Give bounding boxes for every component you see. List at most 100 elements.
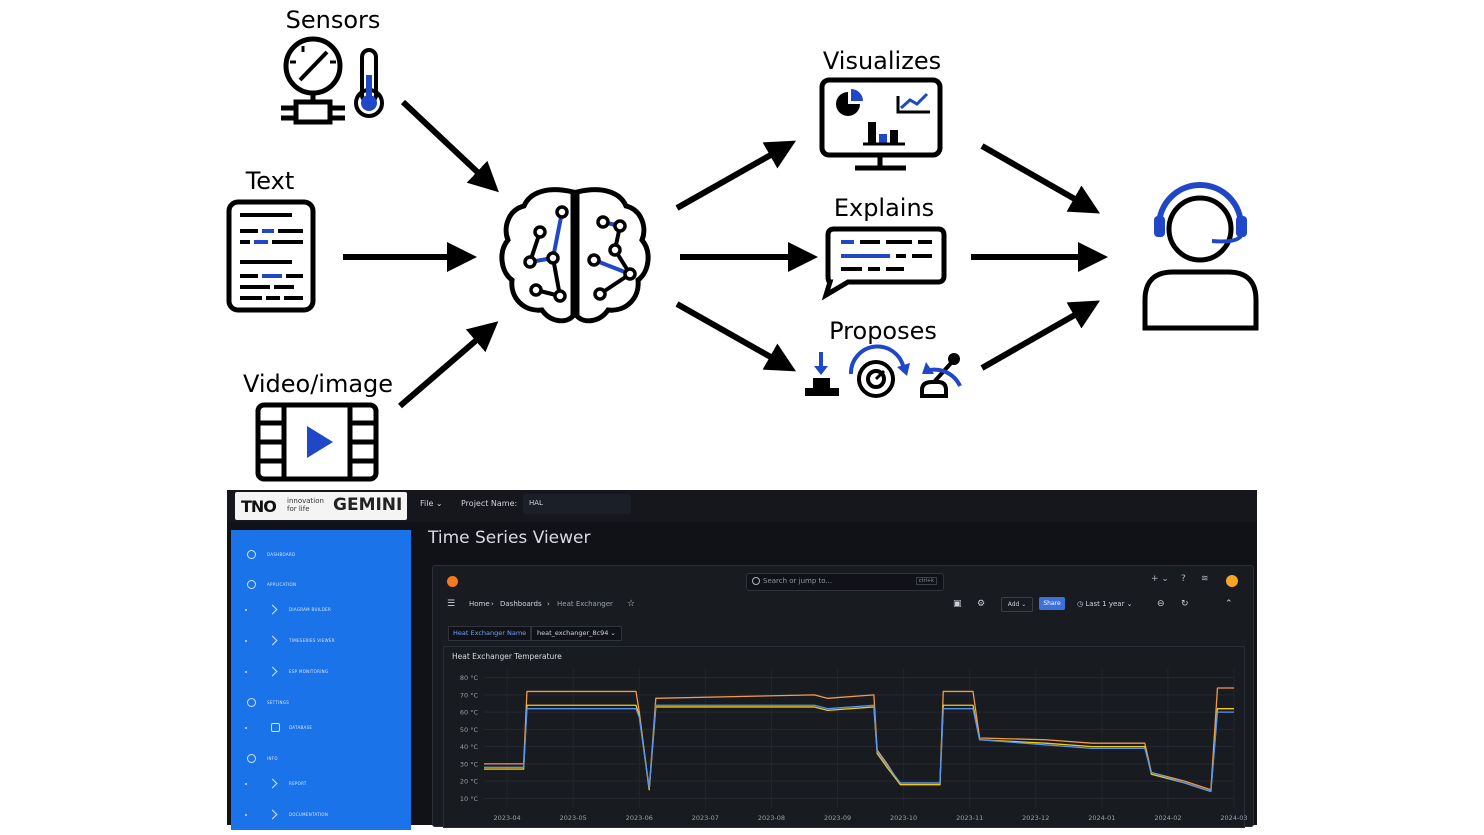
bullet-icon [245,783,247,785]
top-bar: TNO innovation for life GEMINI File ⌄ Pr… [227,490,1257,522]
series-line-2 [484,704,1234,793]
x-tick-label: 2023-09 [824,814,851,822]
sidebar-item-info[interactable]: INFO [231,752,411,766]
variable-value: heat_exchanger_8c94 [537,629,609,637]
page-title: Time Series Viewer [428,528,591,548]
x-tick-label: 2023-05 [560,814,587,822]
gemini-logo: GEMINI [333,495,403,515]
x-tick-label: 2023-08 [758,814,785,822]
output-arrows [675,140,818,372]
chevron-icon [267,778,278,789]
sidebar-item-label: DATABASE [289,725,313,730]
sidebar-item-label: ESP MONITORING [289,669,329,674]
share-button[interactable]: Share [1039,597,1065,610]
sidebar-item-label: DOCUMENTATION [289,812,329,817]
project-name-input[interactable]: HAL [523,494,631,514]
sidebar-item-label: TIMESERIES VIEWER [289,638,335,643]
x-tick-label: 2024-01 [1088,814,1115,822]
sidebar-item-esp-monitoring[interactable]: ESP MONITORING [231,665,411,679]
series-line-0 [484,687,1234,791]
bullet-icon [245,814,247,816]
y-tick-label: 40 °C [460,743,479,751]
grafana-logo-icon[interactable] [447,576,458,587]
x-tick-label: 2023-06 [626,814,653,822]
temperature-chart: 80 °C70 °C60 °C50 °C40 °C30 °C20 °C10 °C… [460,669,1248,822]
chart-title: Heat Exchanger Temperature [452,652,562,661]
zoom-out-icon[interactable]: ⊖ [1157,599,1165,609]
text-label: Text [245,167,295,195]
y-tick-label: 10 °C [460,795,479,803]
monitor-chart-icon [819,77,943,171]
settings-icon[interactable]: ⚙ [977,599,986,609]
sidebar-item-label: REPORT [289,781,307,786]
rss-icon[interactable]: ≋ [1201,574,1209,584]
search-icon [752,577,760,585]
search-input[interactable]: Search or jump to... ctrl+k [746,573,944,591]
pressure-gauge-icon [281,36,345,125]
dashboard-screenshot: TNO innovation for life GEMINI File ⌄ Pr… [227,490,1257,830]
plus-icon[interactable]: + ⌄ [1151,574,1169,584]
lever-icon [920,353,962,398]
sidebar-item-database[interactable]: DATABASE [231,721,411,735]
breadcrumb-sep-icon: › [547,600,550,608]
project-name-label: Project Name: [461,499,518,508]
y-tick-label: 80 °C [460,674,479,682]
application-icon [247,580,256,589]
refresh-icon[interactable]: ↻ [1181,599,1189,609]
sidebar-item-report[interactable]: REPORT [231,777,411,791]
menu-icon[interactable]: ☰ [447,599,456,609]
sidebar-item-application[interactable]: APPLICATION [231,578,411,592]
project-name-value: HAL [529,499,543,507]
video-label: Video/image [242,370,394,398]
avatar[interactable] [1226,575,1238,587]
time-range-picker[interactable]: ◷ Last 1 year ⌄ [1077,600,1133,608]
grafana-panel: Search or jump to... ctrl+k + ⌄ ? ≋ ☰ Ho… [432,565,1254,828]
breadcrumb-home[interactable]: Home [469,600,490,608]
breadcrumb-current: Heat Exchanger [557,600,613,608]
tno-tagline: innovation for life [287,497,324,513]
x-tick-label: 2023-11 [956,814,983,822]
operator-headset-icon [1142,182,1259,331]
add-button-label: Add [1007,601,1020,608]
file-menu[interactable]: File ⌄ [420,499,443,508]
breadcrumb-sep-icon: › [491,600,494,608]
info-icon [247,754,256,763]
time-range-label: Last 1 year [1085,600,1125,608]
file-menu-label: File [420,499,434,508]
x-tick-label: 2024-03 [1220,814,1247,822]
variable-select[interactable]: heat_exchanger_8c94 ⌄ [531,626,622,641]
logo-area: TNO innovation for life GEMINI [235,492,407,520]
explains-label: Explains [833,194,935,222]
search-shortcut: ctrl+k [915,577,937,585]
x-tick-label: 2024-02 [1154,814,1181,822]
collapse-icon[interactable]: ⌃ [1225,599,1233,609]
bullet-icon [245,609,247,611]
sidebar-item-documentation[interactable]: DOCUMENTATION [231,808,411,822]
chevron-icon [267,809,278,820]
sidebar-item-label: DASHBOARD [267,552,296,557]
sidebar-item-settings[interactable]: SETTINGS [231,696,411,710]
video-icon [255,402,379,482]
bullet-icon [245,727,247,729]
text-document-icon [226,199,316,313]
sidebar-item-diagram-builder[interactable]: DIAGRAM BUILDER [231,603,411,617]
input-arrows [343,99,499,409]
speech-bubble-icon [821,226,947,301]
operator-arrows [971,143,1108,371]
sidebar-item-label: SETTINGS [267,700,290,705]
chevron-icon [267,666,278,677]
sidebar-item-dashboard[interactable]: DASHBOARD [231,548,411,562]
help-icon[interactable]: ? [1181,574,1186,584]
breadcrumb-dashboards[interactable]: Dashboards [500,600,542,608]
add-button[interactable]: Add ⌄ [1001,597,1033,612]
star-icon[interactable]: ☆ [627,599,636,609]
x-tick-label: 2023-04 [494,814,521,822]
sidebar-item-timeseries-viewer[interactable]: TIMESERIES VIEWER [231,634,411,648]
database-icon [271,723,280,732]
sidebar-item-label: APPLICATION [267,582,297,587]
sidebar-item-label: INFO [267,756,278,761]
x-tick-label: 2023-12 [1022,814,1049,822]
proposes-label: Proposes [829,317,937,345]
save-icon[interactable]: ▣ [953,599,962,609]
